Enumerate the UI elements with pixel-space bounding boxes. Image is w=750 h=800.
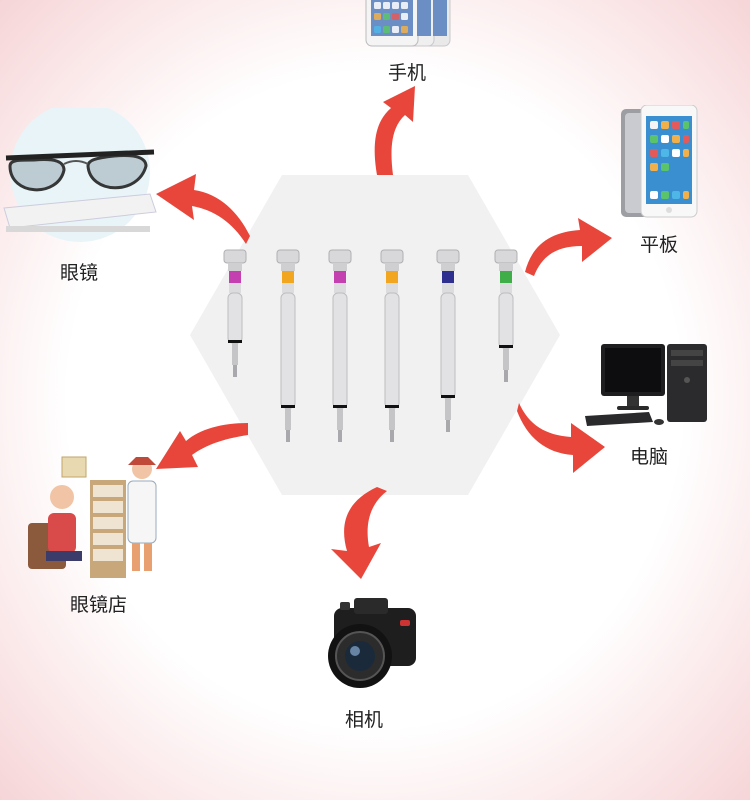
arrow-to-tablet bbox=[525, 218, 612, 276]
camera-label: 相机 bbox=[345, 709, 384, 731]
phone-label: 手机 bbox=[388, 62, 427, 84]
glasses-label: 眼镜 bbox=[60, 262, 99, 284]
screwdriver bbox=[380, 249, 404, 442]
glasses-icon bbox=[3, 108, 157, 242]
arrow-to-computer bbox=[517, 403, 605, 473]
arrow-to-phone bbox=[374, 86, 415, 175]
screwdriver bbox=[494, 249, 518, 382]
screwdriver bbox=[436, 249, 460, 432]
screwdriver bbox=[223, 249, 247, 377]
screwdriver-set bbox=[223, 249, 518, 442]
phone-icon bbox=[365, 0, 451, 47]
center-hexagon bbox=[190, 175, 560, 495]
computer-label: 电脑 bbox=[630, 446, 669, 468]
screwdriver bbox=[276, 249, 300, 442]
arrow-to-glasses bbox=[156, 174, 250, 244]
optical-shop-icon bbox=[28, 456, 157, 578]
tablet-icon bbox=[621, 105, 698, 218]
camera-icon bbox=[328, 598, 416, 688]
computer-icon bbox=[585, 344, 707, 426]
optical-shop-label: 眼镜店 bbox=[70, 594, 128, 616]
screwdriver bbox=[328, 249, 352, 442]
arrow-to-camera bbox=[331, 487, 387, 579]
arrow-to-optical-shop bbox=[156, 423, 248, 469]
tablet-label: 平板 bbox=[640, 234, 679, 256]
